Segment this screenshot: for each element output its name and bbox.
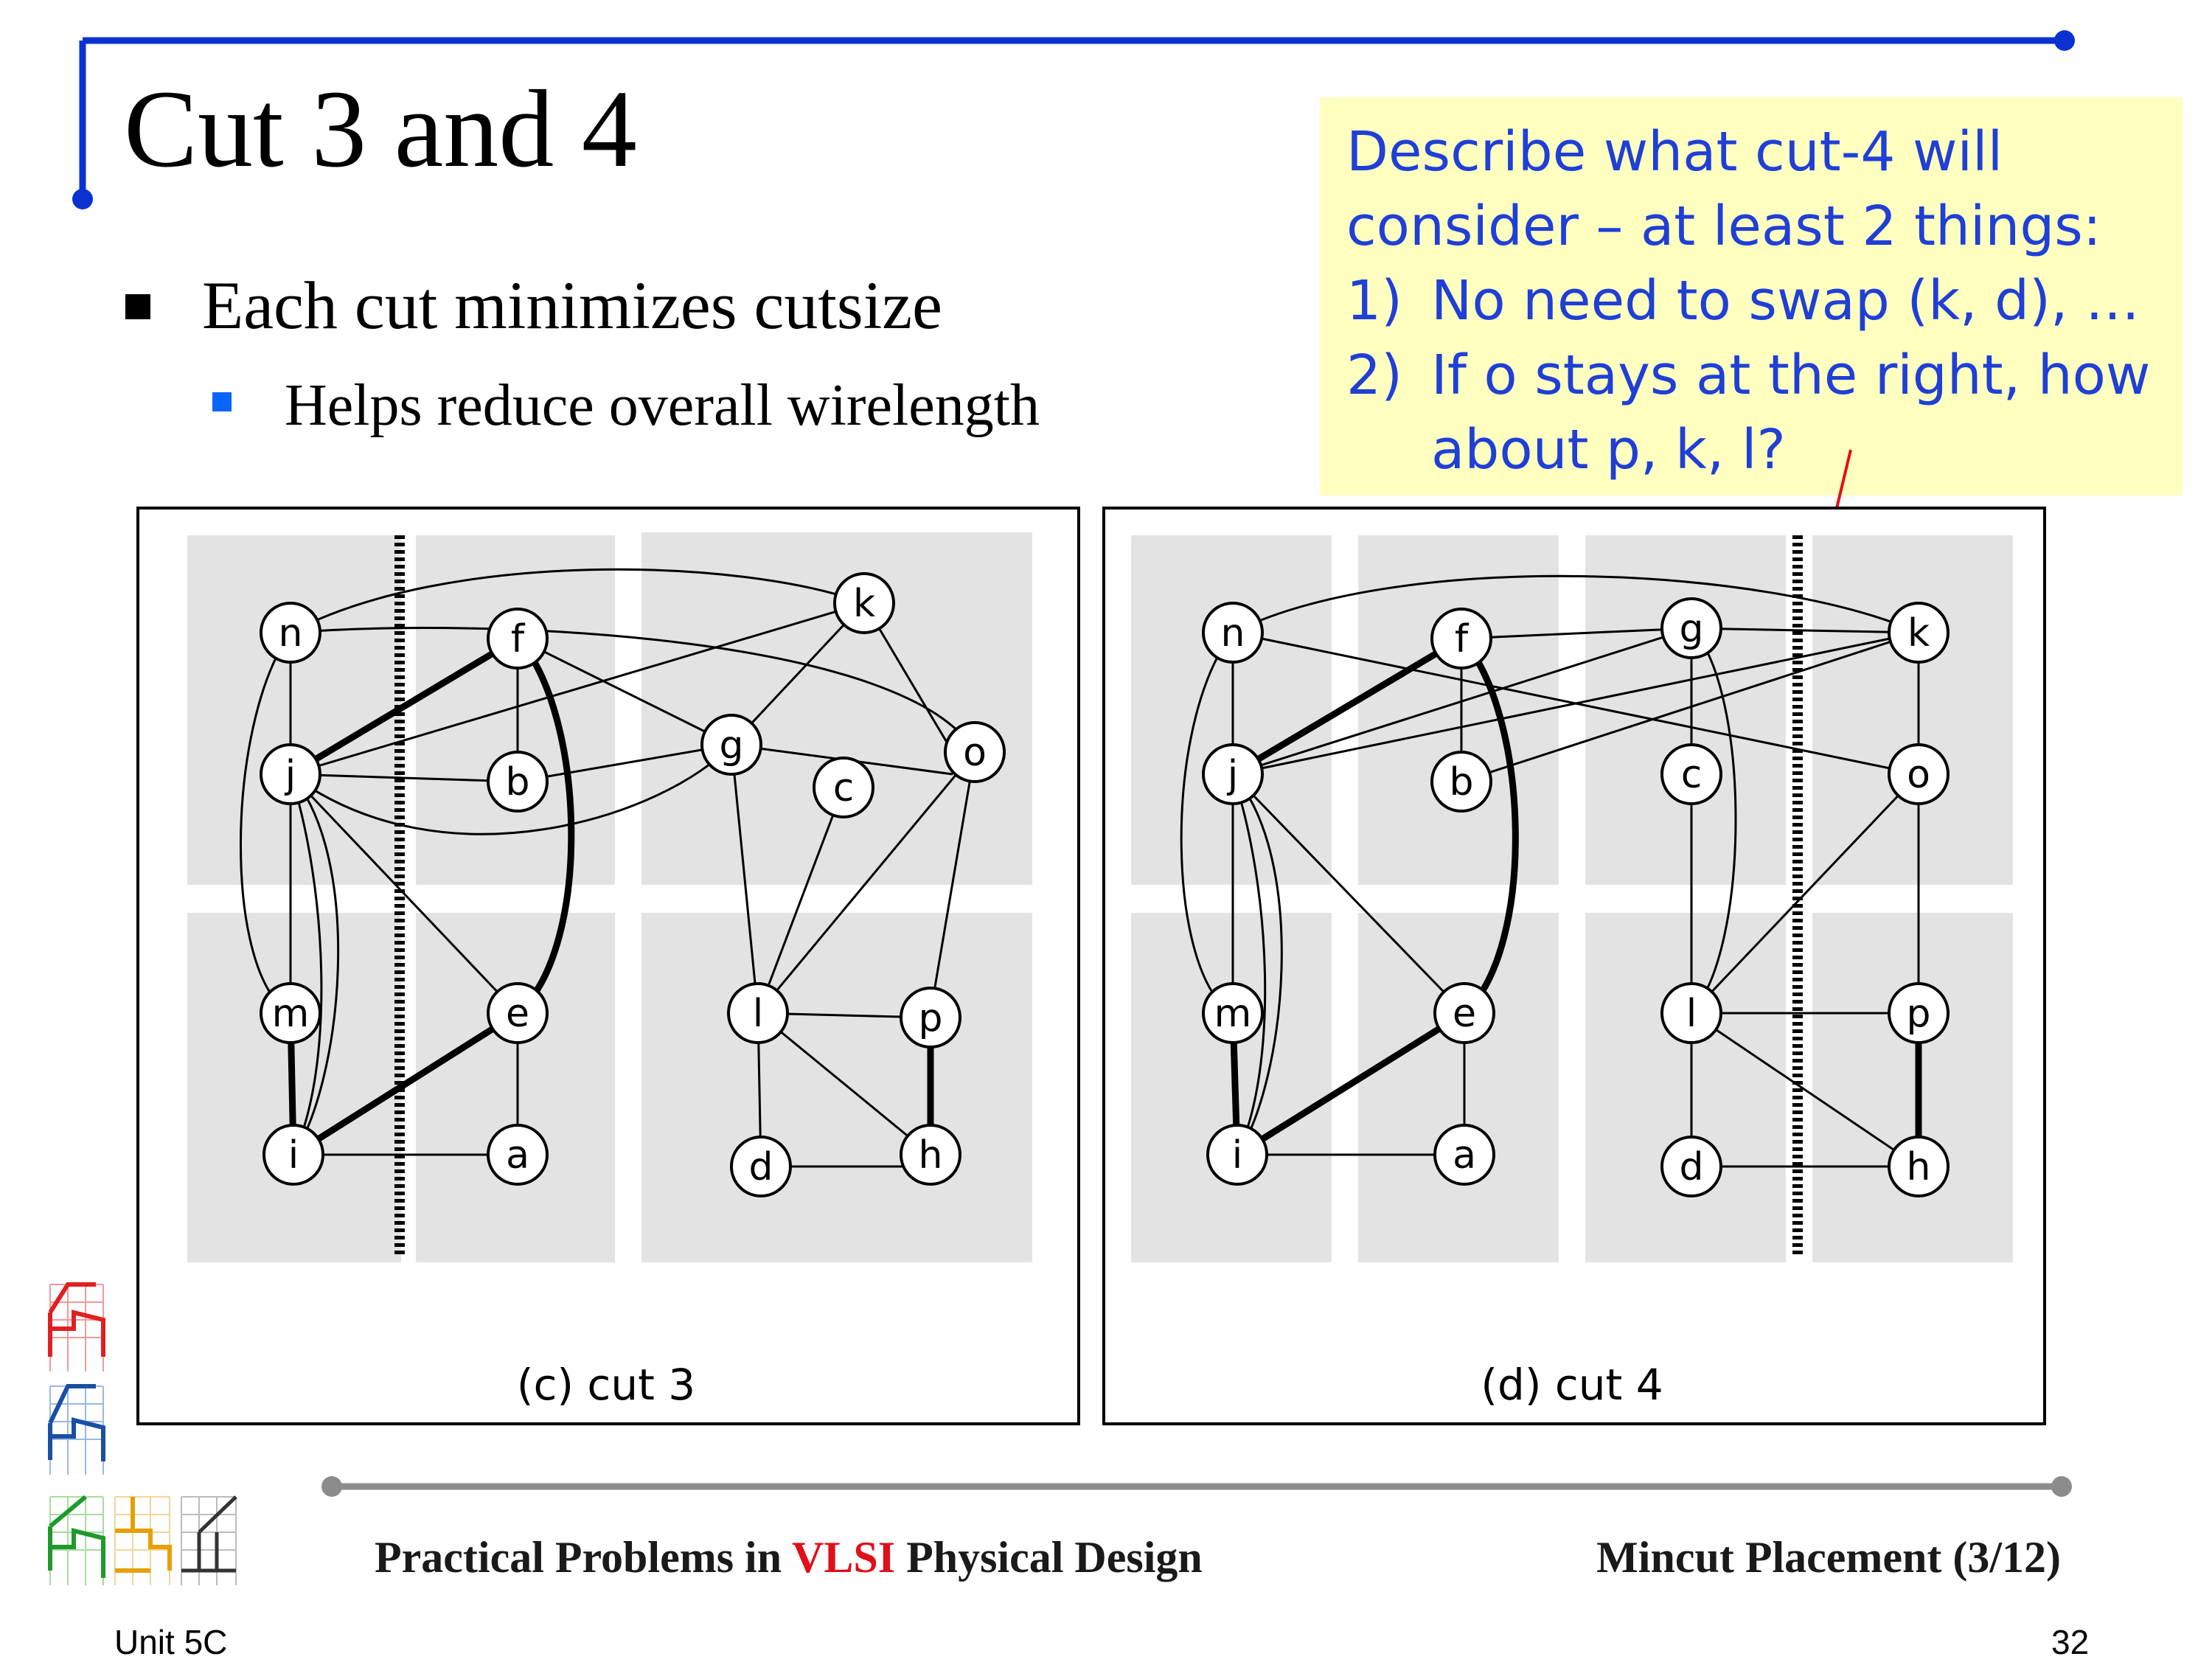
- graph-node-l: l: [1660, 982, 1722, 1044]
- note-line: Describe what cut-4 will: [1346, 120, 2003, 184]
- graph-node-label: f: [511, 617, 526, 661]
- graph-node-label: n: [1221, 611, 1245, 656]
- graph-node-label: h: [1907, 1145, 1931, 1189]
- graph-node-l: l: [727, 982, 789, 1044]
- placement-regions: [187, 532, 1032, 1262]
- slide-title: Cut 3 and 4: [124, 68, 637, 190]
- graph-node-label: j: [1227, 753, 1238, 797]
- graph-node-m: m: [1202, 982, 1264, 1044]
- graph-node-label: l: [753, 992, 763, 1036]
- graph-node-k: k: [833, 572, 895, 634]
- graph-node-label: o: [1907, 753, 1930, 797]
- graph-node-label: k: [853, 582, 875, 626]
- graph-node-label: p: [1906, 992, 1930, 1036]
- callout-note: Describe what cut-4 will consider – at l…: [1320, 97, 2183, 496]
- graph-node-f: f: [1430, 608, 1492, 670]
- graph-node-g: g: [700, 714, 762, 776]
- graph-node-d: d: [730, 1136, 792, 1197]
- page-number: 32: [2051, 1623, 2090, 1661]
- graph-node-b: b: [1430, 751, 1492, 813]
- graph-node-n: n: [1202, 602, 1264, 664]
- graph-node-label: e: [1453, 992, 1476, 1036]
- course-logo: [48, 1282, 237, 1585]
- graph-node-f: f: [487, 608, 549, 670]
- graph-node-label: l: [1686, 992, 1697, 1036]
- graph-node-label: g: [1679, 607, 1703, 651]
- graph-node-label: c: [1681, 753, 1703, 797]
- graph-node-label: c: [833, 766, 855, 810]
- graph-node-e: e: [487, 982, 549, 1044]
- graph-node-label: m: [272, 992, 310, 1036]
- graph-node-h: h: [900, 1124, 961, 1186]
- graph-node-label: p: [918, 996, 942, 1040]
- unit-label: Unit 5C: [114, 1623, 228, 1661]
- sub-bullet-square-icon: [212, 392, 232, 411]
- note-item-number: 2): [1346, 344, 1402, 407]
- graph-node-label: e: [506, 992, 529, 1036]
- graph-node-m: m: [260, 982, 321, 1044]
- footer-suffix: Physical Design: [895, 1533, 1203, 1582]
- graph-node-label: f: [1455, 617, 1470, 661]
- graph-node-label: i: [288, 1133, 299, 1178]
- note-line: consider – at least 2 things:: [1346, 195, 2101, 258]
- graph-node-p: p: [1888, 982, 1950, 1044]
- note-item-2: 2) If o stays at the right, how: [1346, 338, 2175, 413]
- figure-caption: (c) cut 3: [517, 1360, 695, 1410]
- top-rule: [72, 30, 2075, 209]
- graph-nodes: n f k j b g c o m e l p i a d h: [260, 572, 1006, 1197]
- graph-node-c: c: [813, 757, 874, 818]
- graph-node-label: b: [1449, 760, 1473, 804]
- graph-node-label: n: [279, 611, 303, 656]
- footer-course-title: Practical Problems in VLSI Physical Desi…: [375, 1532, 1203, 1583]
- graph-node-label: d: [748, 1145, 773, 1189]
- note-item-number: 1): [1346, 269, 1402, 333]
- bottom-rule: [321, 1476, 2072, 1497]
- graph-node-j: j: [1202, 743, 1264, 805]
- graph-node-i: i: [1206, 1124, 1268, 1186]
- placement-regions: [1131, 535, 2013, 1262]
- graph-node-j: j: [260, 743, 321, 805]
- graph-nodes: n f g k j b c o m e l p i a d h: [1202, 597, 1950, 1197]
- graph-node-h: h: [1888, 1136, 1950, 1197]
- graph-node-label: h: [919, 1133, 943, 1178]
- note-item-text: No need to swap (k, d), …: [1431, 269, 2140, 333]
- graph-node-i: i: [262, 1124, 324, 1186]
- figure-caption: (d) cut 4: [1481, 1360, 1663, 1410]
- graph-node-a: a: [487, 1124, 549, 1186]
- sub-bullet-text: Helps reduce overall wirelength: [285, 373, 1040, 438]
- graph-node-label: m: [1214, 992, 1252, 1036]
- footer-section-title: Mincut Placement (3/12): [1596, 1533, 2061, 1582]
- note-item-continuation: about p, k, l?: [1431, 418, 1786, 481]
- graph-node-label: j: [285, 753, 296, 797]
- graph-node-o: o: [944, 721, 1006, 783]
- graph-node-label: o: [963, 731, 987, 775]
- graph-node-g: g: [1660, 597, 1722, 659]
- graph-node-e: e: [1433, 982, 1495, 1044]
- graph-node-b: b: [487, 751, 549, 813]
- bullet-square-icon: [125, 294, 150, 319]
- footer-highlight: VLSI: [792, 1533, 896, 1582]
- bullet-text: Each cut minimizes cutsize: [202, 268, 942, 343]
- bullet-level2: Helps reduce overall wirelength: [212, 376, 1040, 435]
- graph-node-a: a: [1433, 1124, 1495, 1186]
- graph-node-label: k: [1907, 611, 1930, 656]
- figure-cut3: n f k j b g c o m e l p i a d h (c) cut 3: [136, 507, 1080, 1425]
- note-item-1: 1) No need to swap (k, d), …: [1346, 264, 2175, 338]
- graph-node-n: n: [260, 602, 321, 664]
- graph-node-p: p: [900, 987, 961, 1049]
- graph-node-c: c: [1660, 743, 1722, 805]
- graph-node-k: k: [1888, 602, 1950, 664]
- figure-cut4: n f g k j b c o m e l p i a d h (d) cut 4: [1102, 507, 2046, 1425]
- graph-node-d: d: [1660, 1136, 1722, 1197]
- graph-node-label: g: [719, 723, 743, 768]
- bullet-level1: Each cut minimizes cutsize: [125, 271, 942, 339]
- graph-node-label: a: [506, 1133, 529, 1178]
- graph-node-label: a: [1453, 1133, 1476, 1178]
- footer-prefix: Practical Problems in: [375, 1533, 793, 1582]
- graph-node-o: o: [1888, 743, 1950, 805]
- note-item-text: If o stays at the right, how: [1431, 344, 2151, 407]
- graph-node-label: i: [1232, 1133, 1242, 1178]
- graph-node-label: b: [505, 760, 529, 804]
- graph-node-label: d: [1679, 1145, 1703, 1189]
